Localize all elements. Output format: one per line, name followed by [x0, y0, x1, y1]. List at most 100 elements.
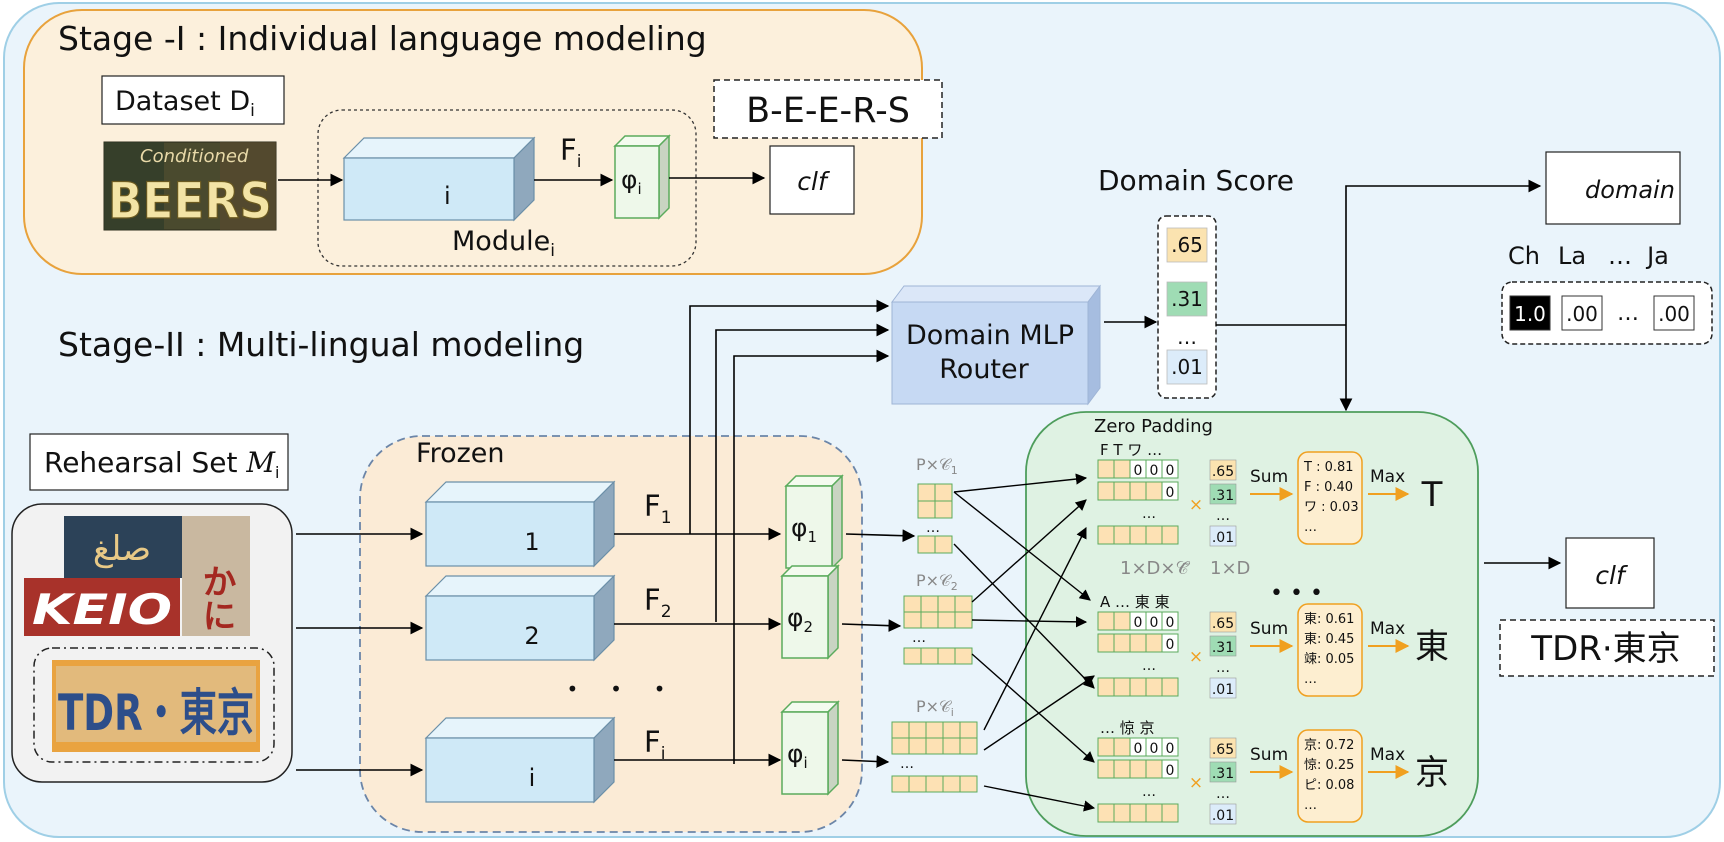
phi-output-grid-2-cell — [903, 595, 922, 613]
row-zero-1: 0 — [1150, 463, 1159, 479]
arabic-sample-image — [64, 516, 182, 578]
row-output-3: 京 — [1415, 753, 1449, 793]
tdr-sample-image — [52, 660, 260, 752]
phi-output-ellipsis-1: … — [926, 520, 940, 536]
row-cell-c-1 — [1129, 525, 1147, 545]
row-weight-cell-2 — [1209, 677, 1237, 699]
dataset-label: Dataset Di — [115, 86, 255, 121]
final-clf-box — [1565, 537, 1655, 609]
lang-header-4: Ja — [1645, 242, 1669, 270]
row-score-3: 惊: 0.25 — [1304, 758, 1354, 773]
phi-output-grid-2-cell — [954, 595, 973, 613]
row-cell-b-1 — [1145, 481, 1163, 501]
router-line2: Router — [939, 354, 1029, 385]
row-weight-cell-2 — [1209, 611, 1237, 633]
phi-output-last-1-cell — [917, 535, 936, 554]
phi-to-grid-arrow-3 — [841, 755, 890, 768]
stage2-feature-label-2: F2 — [644, 583, 672, 622]
stage2-phi-letter-2: φ — [787, 603, 804, 632]
row-chars-3: … 惊 京 — [1100, 719, 1155, 737]
final-prediction: TDR·東京 — [1530, 629, 1680, 669]
phi-output-last-1 — [917, 535, 953, 554]
row-score-3: … — [1304, 798, 1317, 813]
phi-output-last-3-cell — [959, 775, 978, 793]
row-score-1: T : 0.81 — [1303, 460, 1354, 475]
beers-sample-image: Conditioned BEERS — [103, 141, 277, 231]
cross-arrow-9 — [953, 491, 1091, 601]
phi-output-last-3-cell — [891, 775, 910, 793]
domain-score-value-1: .65 — [1171, 233, 1203, 257]
phi-output-grid-2 — [903, 595, 973, 629]
row-cell-c-3 — [1161, 803, 1179, 823]
row-cell-1 — [1113, 459, 1131, 479]
stage1-prediction-box — [713, 79, 943, 139]
row-cell-b-2 — [1097, 633, 1115, 653]
phi-shape-3: P×𝒞 — [916, 697, 952, 716]
row-chars-1: F T ワ … — [1100, 441, 1162, 459]
row-cell-c-3 — [1129, 803, 1147, 823]
stage2-phi-sub-2: 2 — [804, 618, 814, 636]
row-cell-c-3 — [1097, 803, 1115, 823]
row-weight-3: .31 — [1212, 766, 1234, 782]
row-chars-2: A … 東 東 — [1100, 593, 1170, 611]
stage2-phi-letter-3: φ — [787, 739, 804, 768]
phi-output-grid-2-cell — [920, 595, 939, 613]
row-weight-3: .65 — [1212, 742, 1234, 758]
lang-header-2: La — [1558, 242, 1586, 270]
row-cell-c-2 — [1161, 677, 1179, 697]
phi-output-last-3-cell — [925, 775, 944, 793]
row-cell-b-3 — [1161, 759, 1179, 779]
row-zero-2: 0 — [1150, 615, 1159, 631]
row-zero-1: 0 — [1166, 463, 1175, 479]
stage2-encoder-top-2 — [424, 575, 616, 597]
row-cell-b-1 — [1129, 481, 1147, 501]
phi-output-last-3-cell — [908, 775, 927, 793]
row-weight-cell-1 — [1209, 483, 1237, 505]
row-cell-c-3 — [1145, 803, 1163, 823]
row-sum-label-2: Sum — [1250, 619, 1288, 639]
dataset-box — [101, 75, 285, 125]
row-cell-c-2 — [1129, 677, 1147, 697]
stage1-clf-label: clf — [797, 167, 830, 196]
lang-onehot-value-1: 1.0 — [1514, 302, 1546, 326]
final-prediction-box — [1499, 619, 1715, 677]
router-input-arrows — [689, 299, 890, 764]
phi-to-grid-arrow-1 — [845, 529, 916, 543]
stage2-encoder-front-2 — [425, 595, 595, 661]
beers-sample-script: Conditioned — [140, 146, 249, 167]
row-score-box-3 — [1297, 729, 1363, 823]
row-weight-cell-1 — [1209, 525, 1237, 547]
stage2-phi-front-3 — [781, 711, 829, 795]
stage2-phi-side-2 — [827, 564, 839, 660]
final-clf-label: clf — [1595, 561, 1628, 590]
domain-score-value-2: .31 — [1171, 287, 1203, 311]
cross-arrow-2 — [953, 543, 1095, 689]
row-score-1: ワ : 0.03 — [1304, 500, 1359, 515]
row-cell-b-3 — [1129, 759, 1147, 779]
domain-score-cell-2 — [1166, 281, 1208, 317]
zero-padding-panel — [1025, 411, 1479, 837]
stage2-phi-label-2: φ2 — [787, 603, 813, 636]
phi-output-last-3-cell — [942, 775, 961, 793]
stage1-title: Stage -I : Individual language modeling — [58, 19, 707, 58]
row-weight-1: .31 — [1212, 488, 1234, 504]
phi-output-grid-1-cell — [934, 500, 953, 519]
domain-mlp-router: Domain MLP Router — [891, 284, 1101, 406]
stage2-encoder-top-3 — [424, 717, 616, 739]
stage2-phi-front-1 — [785, 485, 833, 569]
stage2-encoder-label-3: i — [529, 764, 536, 792]
row-cell-c-2 — [1145, 677, 1163, 697]
phi-output-grid-2-cell — [937, 595, 956, 613]
stage2-title: Stage-II : Multi-lingual modeling — [58, 325, 584, 364]
score-output-arrows — [1216, 179, 1542, 412]
row-zero-b-2: 0 — [1166, 637, 1175, 653]
phi-output-grid-3-cell — [942, 721, 961, 739]
stage1-feature-label: Fi — [560, 133, 581, 172]
phi-shape-label-2: P×𝒞2 — [916, 571, 958, 593]
row-weight-2: … — [1216, 660, 1230, 676]
stage2-feature-letter-2: F — [644, 583, 661, 617]
row-mult-3: × — [1189, 773, 1203, 793]
cross-arrow-5 — [971, 653, 1095, 763]
